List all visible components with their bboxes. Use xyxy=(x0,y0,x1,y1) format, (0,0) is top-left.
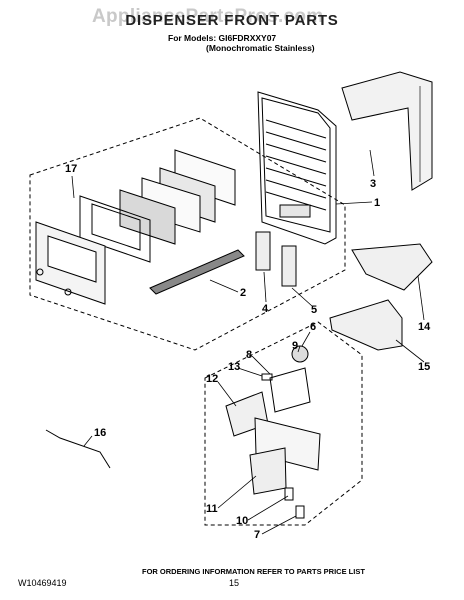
callout-10: 10 xyxy=(236,515,248,527)
callout-4: 4 xyxy=(262,303,269,315)
filter-part-5 xyxy=(281,245,297,287)
drip-tray-14 xyxy=(351,243,433,291)
wire-part-16 xyxy=(45,429,111,469)
watermark: AppliancePartsPros.com xyxy=(92,6,324,27)
callout-2: 2 xyxy=(240,287,246,299)
callout-1: 1 xyxy=(374,197,380,209)
document-number: W10469419 xyxy=(18,578,67,588)
front-bezel xyxy=(35,221,106,305)
callout-9: 9 xyxy=(292,340,298,352)
left-group-boundary xyxy=(29,117,346,351)
drip-tray-15 xyxy=(329,299,403,351)
diagram-title: DISPENSER FRONT PARTS xyxy=(125,12,339,29)
callout-12: 12 xyxy=(206,373,218,385)
lower-group-boundary xyxy=(204,321,363,526)
models-line: For Models: GI6FDRXXY07 xyxy=(168,33,277,43)
callout-6: 6 xyxy=(310,321,316,333)
callout-15: 15 xyxy=(418,361,430,373)
ordering-note: FOR ORDERING INFORMATION REFER TO PARTS … xyxy=(142,567,365,576)
callout-8: 8 xyxy=(246,349,252,361)
page-number: 15 xyxy=(229,578,240,588)
variant-line: (Monochromatic Stainless) xyxy=(206,43,315,53)
dispenser-cover xyxy=(341,71,433,191)
callout-17: 17 xyxy=(65,163,77,175)
callout-3: 3 xyxy=(370,178,376,190)
filter-part-4 xyxy=(255,231,271,271)
callout-16: 16 xyxy=(94,427,106,439)
callout-7: 7 xyxy=(254,529,260,541)
callout-14: 14 xyxy=(418,321,431,333)
dispenser-housing xyxy=(257,91,337,245)
callout-11: 11 xyxy=(206,503,218,515)
ice-chute-assembly xyxy=(225,345,321,519)
leader-lines xyxy=(71,149,425,535)
callout-13: 13 xyxy=(228,361,240,373)
callout-5: 5 xyxy=(311,304,317,316)
light-bar xyxy=(149,249,245,295)
control-panel-stack xyxy=(79,149,236,263)
